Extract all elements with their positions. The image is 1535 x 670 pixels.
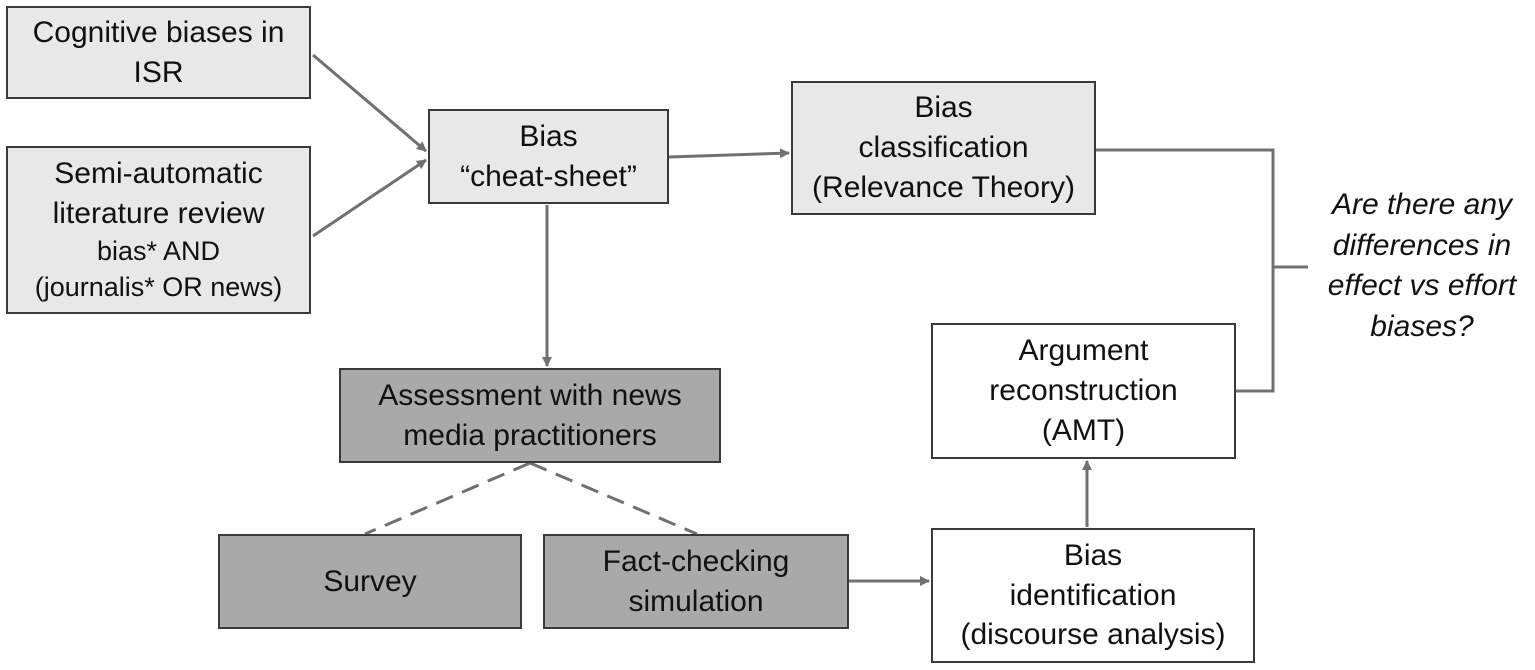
argument-reconstruction-line-3: (AMT) [1041,413,1126,447]
question-line-1: Are there any [1331,188,1513,221]
semi-automatic-line-1: Semi-automatic [54,157,263,191]
bias-identification-line-1: Bias [1063,538,1123,572]
survey-box: Survey [218,534,522,629]
bias-classification-line-1: Bias [914,91,973,125]
assessment-line-2: media practitioners [403,418,657,452]
bias-classification-box: Bias classification (Relevance Theory) [791,81,1096,215]
fact-checking-line-1: Fact-checking [602,544,790,578]
dashed-assessment-to-factcheck [529,461,698,536]
semi-automatic-review-box: Semi-automatic literature review bias* A… [6,146,311,314]
question-line-2: differences in [1332,228,1512,262]
bias-classification-line-2: classification [858,131,1029,165]
cheat-sheet-box: Bias “cheat-sheet” [428,109,669,204]
bias-identification-box: Bias identification (discourse analysis) [931,528,1255,663]
cheat-sheet-line-1: Bias [519,119,578,153]
cognitive-biases-box: Cognitive biases in ISR [6,6,311,99]
question-line-4: biases? [1370,309,1474,343]
survey-label: Survey [323,564,417,598]
arrow-review-to-cheatsheet [312,158,427,238]
cheat-sheet-line-2: “cheat-sheet” [460,159,637,193]
bias-identification-line-2: identification [1009,578,1177,612]
assessment-box: Assessment with news media practitioners [339,368,721,463]
argument-reconstruction-line-1: Argument [1018,334,1149,368]
bias-identification-line-3: (discourse analysis) [960,618,1226,652]
assessment-line-1: Assessment with news [378,378,682,412]
argument-reconstruction-box: Argument reconstruction (AMT) [931,323,1236,459]
arrow-cognitive-to-cheatsheet [312,53,427,153]
semi-automatic-line-2: literature review [52,197,265,231]
fact-checking-box: Fact-checking simulation [543,534,849,629]
bracket-connector [1096,148,1308,393]
cognitive-biases-line-2: ISR [133,55,184,89]
cognitive-biases-line-1: Cognitive biases in [32,15,285,49]
bias-classification-line-3: (Relevance Theory) [812,170,1075,204]
argument-reconstruction-line-2: reconstruction [989,374,1178,408]
search-query-line-2: (journalis* OR news) [34,271,283,302]
research-question: Are there any differences in effect vs e… [1312,185,1532,347]
question-line-3: effect vs effort [1327,269,1517,302]
search-query-line-1: bias* AND [96,235,221,266]
arrow-cheatsheet-to-classification [668,148,790,159]
fact-checking-line-2: simulation [628,584,764,618]
dashed-assessment-to-survey [364,461,531,536]
